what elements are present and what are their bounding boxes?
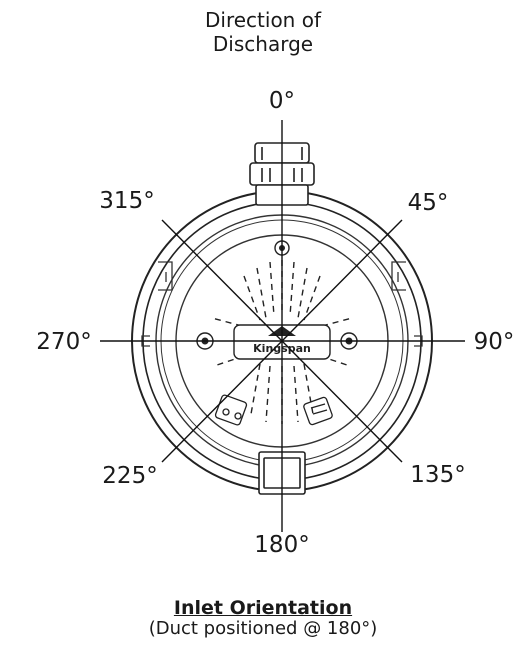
angle-label-225: 225° (102, 463, 157, 489)
angle-label-0: 0° (269, 88, 295, 114)
diagram-header-line2: Discharge (212, 32, 314, 56)
footer-subtitle: (Duct positioned @ 180°) (148, 618, 378, 639)
angle-label-90: 90° (474, 329, 515, 355)
side-tabs (141, 261, 423, 347)
direction-lines (100, 120, 465, 532)
angle-label-270: 270° (36, 329, 91, 355)
lid-symbol-left-icon (214, 394, 248, 426)
angle-label-45: 45° (408, 190, 449, 216)
angle-label-180: 180° (254, 532, 309, 558)
lid-symbol-right-icon (303, 396, 333, 426)
diagram-header-line1: Direction of (205, 8, 321, 32)
angle-label-135: 135° (410, 462, 465, 488)
angle-label-315: 315° (99, 188, 154, 214)
footer-title: Inlet Orientation (173, 597, 353, 619)
